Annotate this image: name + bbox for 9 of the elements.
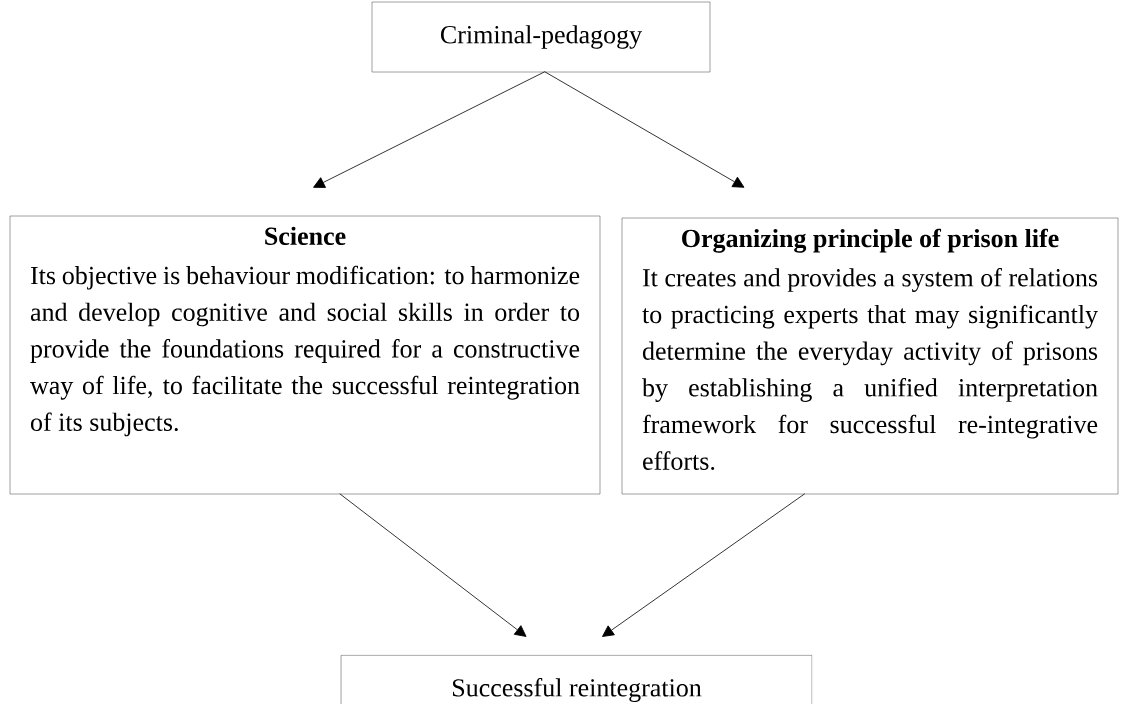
label-box: Criminal-pedagogy: [371, 1, 711, 73]
arrow: [313, 71, 546, 188]
arrow: [544, 71, 745, 188]
label-box: [340, 655, 813, 704]
arrow: [602, 493, 806, 637]
box-label: Successful reintegration: [453, 678, 702, 702]
text-box: Organizing principle of prison life It creates and provides a system of relations to practicing experts that may significantly determine the everyday activity of prisons by establishing a unified interpretation framework for successful re-integrative efforts.: [621, 217, 1119, 495]
text-box: Science Its objective is behaviour modification: to harmonize and develop cognitive and social skills in order to provide the foundations required for a constructive way of life, to facilitate the successful reintegration of its subjects.: [9, 215, 601, 495]
arrow: [339, 493, 527, 637]
